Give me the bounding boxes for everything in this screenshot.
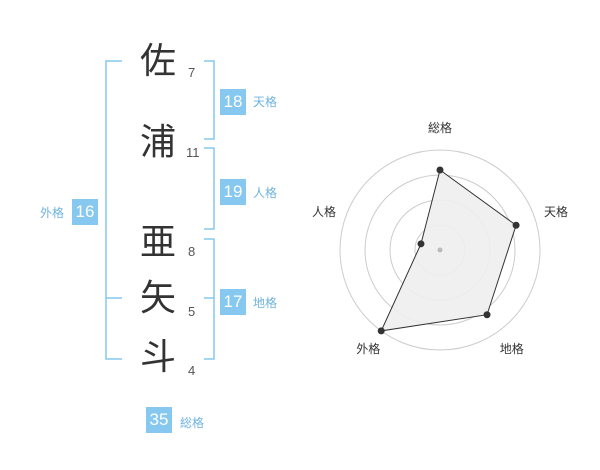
radar-axis-label-1: 総格 <box>427 121 453 135</box>
gaikaku-bracket <box>105 60 122 360</box>
radar-point-3 <box>483 311 491 319</box>
tenkaku-label: 天格 <box>253 95 278 109</box>
stroke-count-4: 5 <box>188 304 196 319</box>
jinkaku-value-badge: 19 <box>220 179 246 205</box>
stroke-count-3: 8 <box>188 244 196 259</box>
stroke-count-1: 7 <box>188 65 196 80</box>
tenkaku-bracket <box>204 60 215 140</box>
chikaku-bracket <box>204 238 215 360</box>
stroke-count-5: 4 <box>188 363 196 378</box>
gaikaku-value-badge: 16 <box>72 199 98 225</box>
soukaku-value-badge: 35 <box>146 407 172 433</box>
jinkaku-bracket <box>204 147 215 230</box>
gaikaku-label: 外格 <box>40 206 65 220</box>
chikaku-value-badge: 17 <box>220 289 246 315</box>
radar-point-1 <box>436 166 444 174</box>
radar-series-polygon <box>380 169 517 332</box>
name-char-1: 佐 <box>139 41 176 82</box>
radar-point-4 <box>377 327 385 335</box>
radar-grid-ring <box>339 149 541 351</box>
name-char-3: 亜 <box>139 222 176 263</box>
name-char-2: 浦 <box>139 122 176 163</box>
radar-point-2 <box>512 221 520 229</box>
name-char-4: 矢 <box>139 278 176 319</box>
chikaku-label: 地格 <box>253 296 278 310</box>
radar-point-5 <box>417 240 425 248</box>
tenkaku-value-badge: 18 <box>220 89 246 115</box>
jinkaku-label: 人格 <box>253 186 278 200</box>
soukaku-label: 総格 <box>180 416 205 430</box>
radar-axis-label-2: 天格 <box>544 205 569 220</box>
radar-axis-label-3: 地格 <box>499 341 524 356</box>
stroke-count-2: 11 <box>186 145 200 160</box>
radar-axis-label-5: 人格 <box>311 205 336 220</box>
name-char-5: 斗 <box>139 337 176 378</box>
radar-axis-label-4: 外格 <box>356 341 381 356</box>
radar-center-dot <box>437 247 443 253</box>
